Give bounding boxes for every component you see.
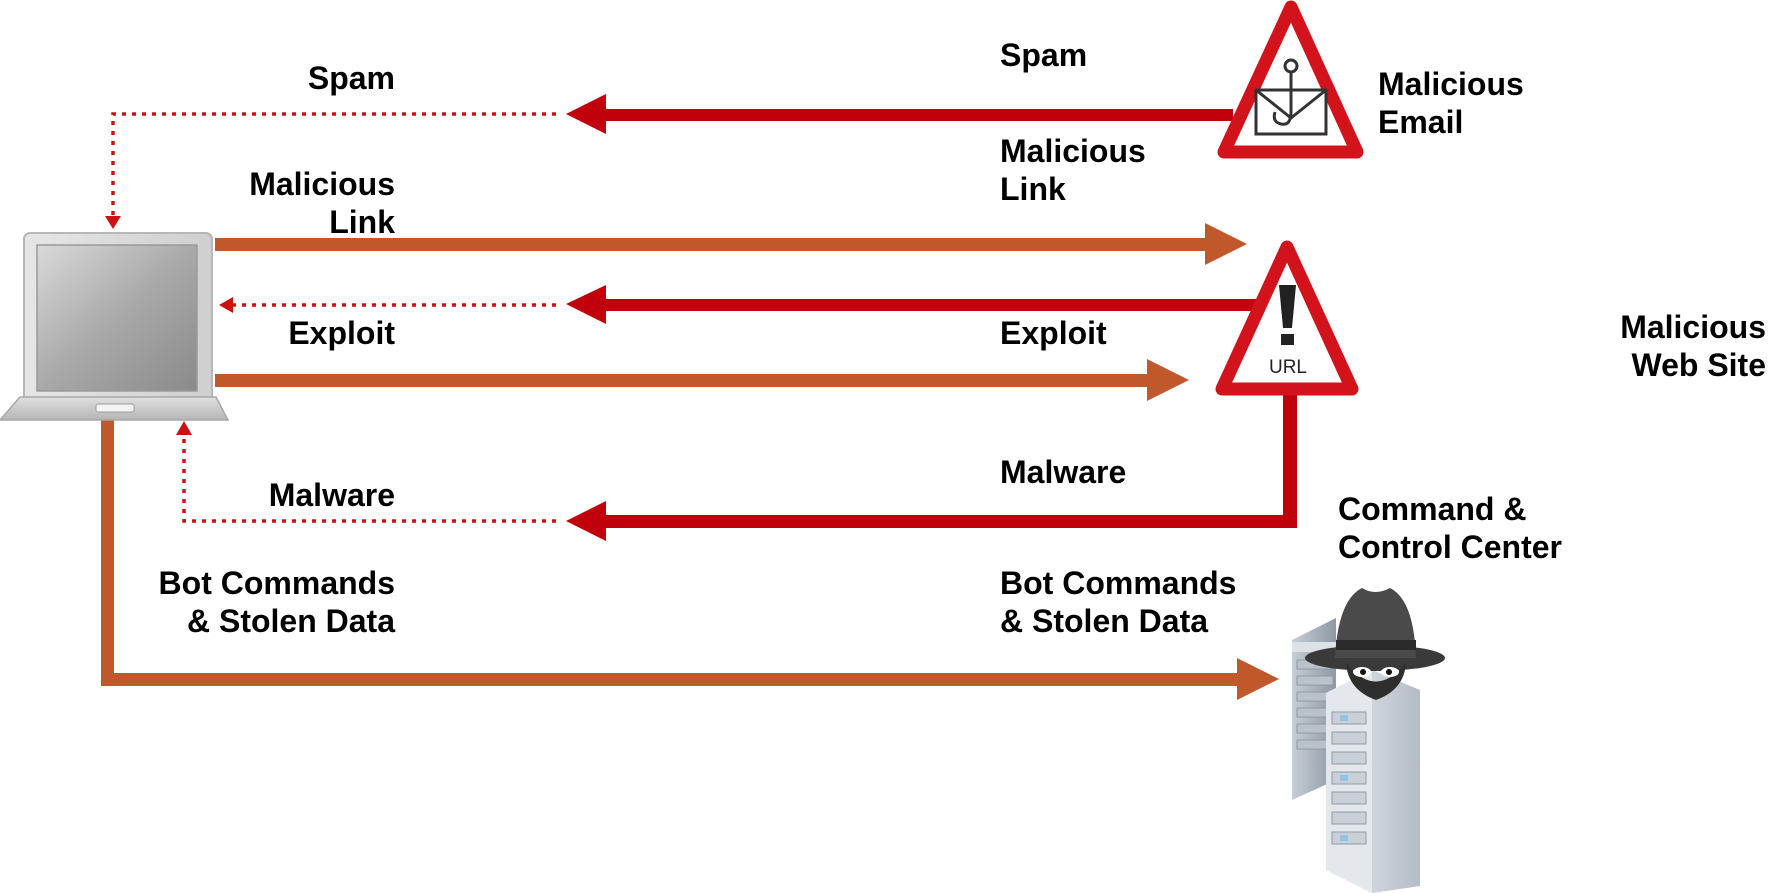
malware-flow — [176, 395, 1297, 541]
malicious-email-label: Malicious Email — [1378, 66, 1524, 140]
spam-arrow-head — [566, 94, 606, 134]
malware-arrow-head — [566, 501, 606, 541]
exploit-right-label: Exploit — [1000, 315, 1107, 351]
bot-commands-arrow-shaft — [101, 673, 1241, 686]
spam-dotted-connector — [111, 112, 556, 218]
command-control-label: Command & Control Center — [1338, 491, 1562, 565]
exploit-arrow-shaft — [600, 299, 1260, 311]
exploit-outgoing-flow — [215, 359, 1189, 401]
malware-dotted-arrow-head — [176, 421, 192, 435]
spam-dotted-arrow-head — [105, 216, 121, 229]
exploit-incoming-flow — [219, 285, 1260, 324]
bot-commands-flow — [101, 420, 1279, 700]
malicious-link-arrow-shaft — [215, 238, 1207, 251]
malicious-link-flow — [215, 223, 1247, 265]
malicious-web-site-label: Malicious Web Site — [1620, 309, 1766, 383]
malicious-link-right-label: Malicious Link — [1000, 133, 1146, 207]
exploit-outgoing-arrow-head — [1147, 359, 1189, 401]
malicious-link-arrow-head — [1205, 223, 1247, 265]
malware-left-label: Malware — [268, 477, 395, 513]
bot-commands-left-label: Bot Commands & Stolen Data — [158, 565, 395, 639]
exploit-outgoing-arrow-shaft — [215, 374, 1149, 387]
hacker-server-icon — [1292, 588, 1445, 893]
spam-right-label: Spam — [1000, 37, 1088, 73]
url-warning-icon: URL — [1215, 240, 1359, 396]
spam-arrow-shaft — [600, 109, 1233, 121]
exploit-left-label: Exploit — [288, 315, 395, 351]
url-badge-text: URL — [1269, 357, 1307, 378]
bot-commands-right-label: Bot Commands & Stolen Data — [1000, 565, 1237, 639]
malicious-link-left-label: Malicious Link — [249, 166, 395, 240]
malware-dotted-connector — [182, 434, 556, 523]
malicious-email-warning-icon — [1217, 0, 1364, 159]
malware-arrow-shaft — [600, 515, 1297, 528]
spam-left-label: Spam — [307, 60, 395, 96]
exploit-dotted-arrow-head — [219, 297, 233, 313]
laptop-icon — [0, 232, 230, 421]
malware-right-label: Malware — [1000, 454, 1127, 490]
bot-commands-arrow-head — [1237, 658, 1279, 700]
malware-vertical-shaft — [1283, 395, 1297, 528]
exploit-arrow-head — [566, 285, 606, 324]
bot-commands-vertical-shaft — [101, 420, 114, 686]
spam-flow — [105, 94, 1233, 229]
